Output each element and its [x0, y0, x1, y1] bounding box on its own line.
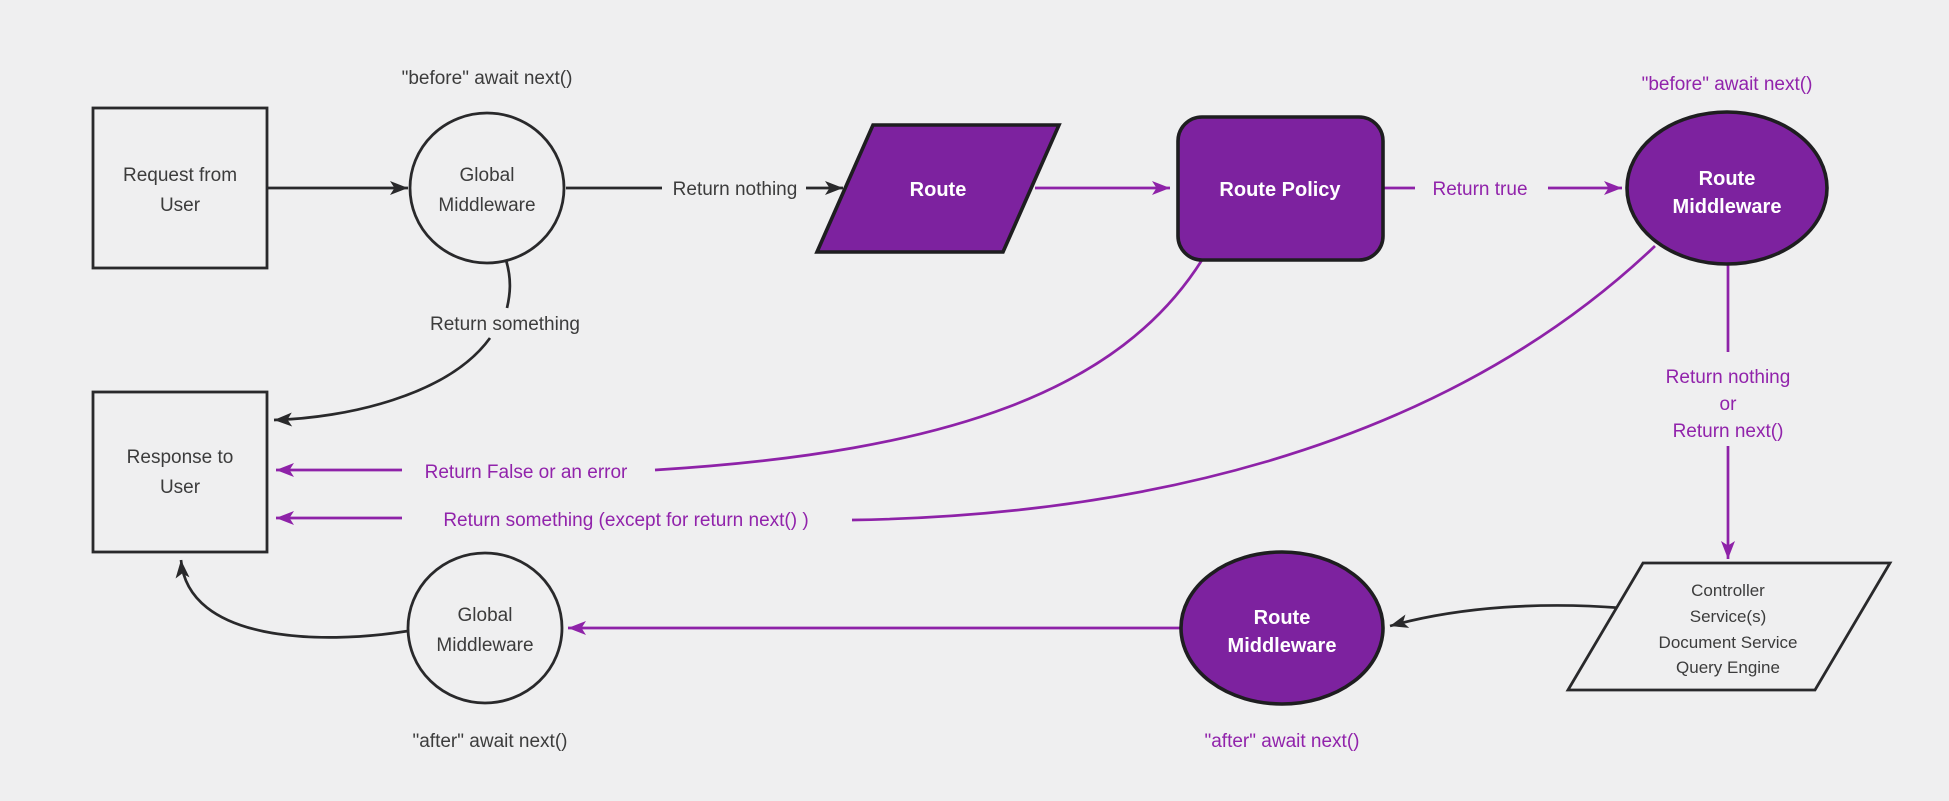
global-middleware-top-label-line2: Middleware [438, 195, 535, 216]
node-route: Route [814, 123, 1062, 254]
route-middleware-top-ellipse [1625, 110, 1829, 266]
label-after-await-global: "after" await next() [413, 731, 568, 752]
request-from-user-label-line1: Request from [123, 165, 237, 186]
edge-policy-to-response-curve [654, 259, 1204, 472]
label-return-nothing-or-line1: Return nothing [1666, 367, 1791, 388]
label-return-something-except: Return something (except for return next… [443, 510, 808, 531]
request-from-user-box [91, 106, 269, 270]
node-route-policy: Route Policy [1176, 115, 1385, 262]
response-to-user-label-line2: User [160, 477, 201, 498]
label-after-await-route: "after" await next() [1205, 731, 1360, 752]
edge-global-to-response-segment-1 [504, 259, 512, 309]
global-middleware-top-label-line1: Global [460, 165, 515, 186]
label-return-nothing-or-line2: or [1720, 394, 1738, 415]
label-before-await-global: "before" await next() [402, 68, 573, 89]
label-return-something: Return something [430, 314, 580, 335]
route-middleware-top-label-line2: Middleware [1673, 196, 1782, 218]
node-route-middleware-bottom: Route Middleware [1179, 550, 1385, 706]
controller-label-line4: Query Engine [1676, 658, 1780, 677]
route-middleware-top-label-line1: Route [1699, 168, 1756, 190]
node-response-to-user: Response to User [91, 390, 269, 554]
global-middleware-top-ellipse [408, 111, 566, 265]
route-middleware-bottom-ellipse [1179, 550, 1385, 706]
route-parallelogram [814, 123, 1062, 254]
controller-label-line3: Document Service [1659, 633, 1798, 652]
controller-label-line1: Controller [1691, 581, 1765, 600]
label-return-nothing: Return nothing [673, 179, 798, 200]
edge-global-to-response-segment-2 [273, 337, 492, 427]
route-policy-label: Route Policy [1219, 179, 1341, 201]
node-global-middleware-top: Global Middleware [408, 111, 566, 265]
label-return-true: Return true [1432, 179, 1527, 200]
response-to-user-box [91, 390, 269, 554]
node-global-middleware-bottom: Global Middleware [406, 551, 564, 705]
node-request-from-user: Request from User [91, 106, 269, 270]
controller-label-line2: Service(s) [1690, 607, 1767, 626]
controller-services-parallelogram [1565, 561, 1893, 692]
request-from-user-label-line2: User [160, 195, 201, 216]
global-middleware-bottom-label-line1: Global [458, 605, 513, 626]
route-middleware-bottom-label-line2: Middleware [1228, 635, 1337, 657]
node-controller-services: Controller Service(s) Document Service Q… [1565, 561, 1893, 692]
global-middleware-bottom-label-line2: Middleware [436, 635, 533, 656]
edge-global-bottom-to-response [175, 559, 409, 639]
edge-controller-to-middleware [1389, 604, 1623, 628]
label-return-false-or-error: Return False or an error [425, 462, 628, 483]
label-before-await-route: "before" await next() [1642, 74, 1813, 95]
label-return-nothing-or-line3: Return next() [1673, 421, 1784, 442]
edge-middleware-to-response-curve [851, 245, 1656, 522]
global-middleware-bottom-ellipse [406, 551, 564, 705]
response-to-user-label-line1: Response to [127, 447, 234, 468]
node-route-middleware-top: Route Middleware [1625, 110, 1829, 266]
route-middleware-bottom-label-line1: Route [1254, 607, 1311, 629]
route-label: Route [910, 179, 967, 201]
route-policy-box [1176, 115, 1385, 262]
